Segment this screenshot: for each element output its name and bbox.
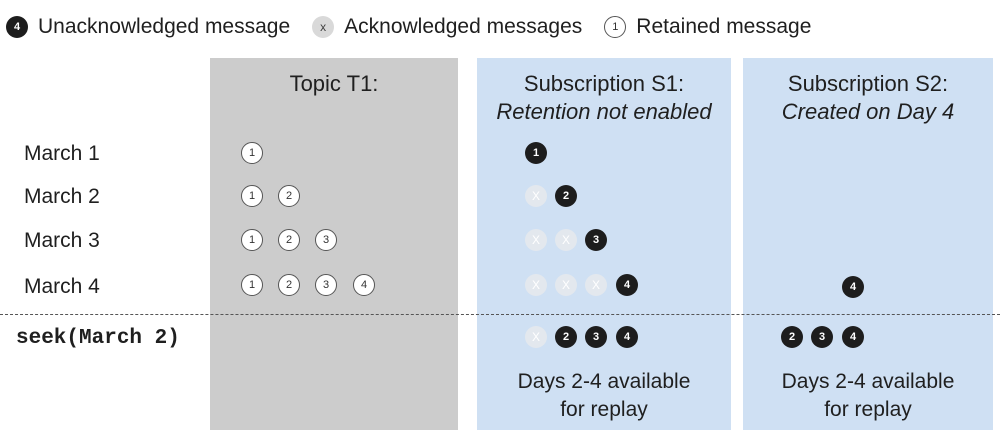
topic-title: Topic T1: <box>289 71 379 96</box>
unacknowledged-message-icon: 4 <box>616 326 638 348</box>
acknowledged-message-icon: X <box>585 274 607 296</box>
unacknowledged-message-icon: 2 <box>781 326 803 348</box>
subscription-s1-note-line2: for replay <box>560 398 648 421</box>
unacknowledged-message-icon: 4 <box>616 274 638 296</box>
acknowledged-message-icon: X <box>555 274 577 296</box>
legend-retained: 1 Retained message <box>604 15 811 39</box>
seek-label: seek(March 2) <box>16 327 180 350</box>
unacknowledged-message-icon: 4 <box>842 276 864 298</box>
retained-message-icon: 1 <box>241 185 263 207</box>
retained-message-icon: 3 <box>315 274 337 296</box>
legend-acknowledged: x Acknowledged messages <box>312 15 582 39</box>
subscription-s1-panel: Subscription S1: Retention not enabled D… <box>477 58 731 430</box>
retained-message-icon: 4 <box>353 274 375 296</box>
legend-acknowledged-label: Acknowledged messages <box>344 15 583 38</box>
retained-message-icon: 1 <box>604 16 627 38</box>
retained-message-icon: 2 <box>278 274 300 296</box>
unacknowledged-message-icon: 2 <box>555 185 577 207</box>
unacknowledged-message-icon: 3 <box>811 326 833 348</box>
legend-retained-label: Retained message <box>636 15 812 38</box>
unacknowledged-message-icon: 1 <box>525 142 547 164</box>
row-label-march-4: March 4 <box>24 275 100 298</box>
subscription-s2-panel: Subscription S2: Created on Day 4 Days 2… <box>743 58 993 430</box>
unacknowledged-message-icon: 2 <box>555 326 577 348</box>
seek-separator-line <box>0 314 1000 315</box>
unacknowledged-message-icon: 3 <box>585 326 607 348</box>
subscription-s2-note-line2: for replay <box>824 398 912 421</box>
acknowledged-message-icon: X <box>525 326 547 348</box>
subscription-s2-note-line1: Days 2-4 available <box>781 370 955 393</box>
unacknowledged-message-icon: 4 <box>6 16 28 38</box>
acknowledged-message-icon: X <box>525 185 547 207</box>
subscription-s2-subtitle: Created on Day 4 <box>781 99 955 124</box>
unacknowledged-message-icon: 3 <box>585 229 607 251</box>
subscription-s1-subtitle: Retention not enabled <box>496 99 712 124</box>
retained-message-icon: 1 <box>241 142 263 164</box>
acknowledged-message-icon: X <box>555 229 577 251</box>
subscription-s1-note-line1: Days 2-4 available <box>517 370 691 393</box>
acknowledged-message-icon: x <box>312 16 335 38</box>
subscription-s1-title: Subscription S1: <box>523 71 685 96</box>
unacknowledged-message-icon: 4 <box>842 326 864 348</box>
legend-unacknowledged: 4 Unacknowledged message <box>6 15 290 39</box>
legend: 4 Unacknowledged message x Acknowledged … <box>6 12 833 42</box>
row-label-march-1: March 1 <box>24 142 100 165</box>
retained-message-icon: 2 <box>278 229 300 251</box>
acknowledged-message-icon: X <box>525 229 547 251</box>
retained-message-icon: 1 <box>241 274 263 296</box>
acknowledged-message-icon: X <box>525 274 547 296</box>
row-label-march-3: March 3 <box>24 229 100 252</box>
subscription-s1-note: Days 2-4 available for replay <box>477 368 731 424</box>
subscription-s2-title: Subscription S2: <box>787 71 949 96</box>
retained-message-icon: 3 <box>315 229 337 251</box>
retained-message-icon: 1 <box>241 229 263 251</box>
legend-unacknowledged-label: Unacknowledged message <box>38 15 291 38</box>
row-label-march-2: March 2 <box>24 185 100 208</box>
retained-message-icon: 2 <box>278 185 300 207</box>
subscription-s2-note: Days 2-4 available for replay <box>743 368 993 424</box>
